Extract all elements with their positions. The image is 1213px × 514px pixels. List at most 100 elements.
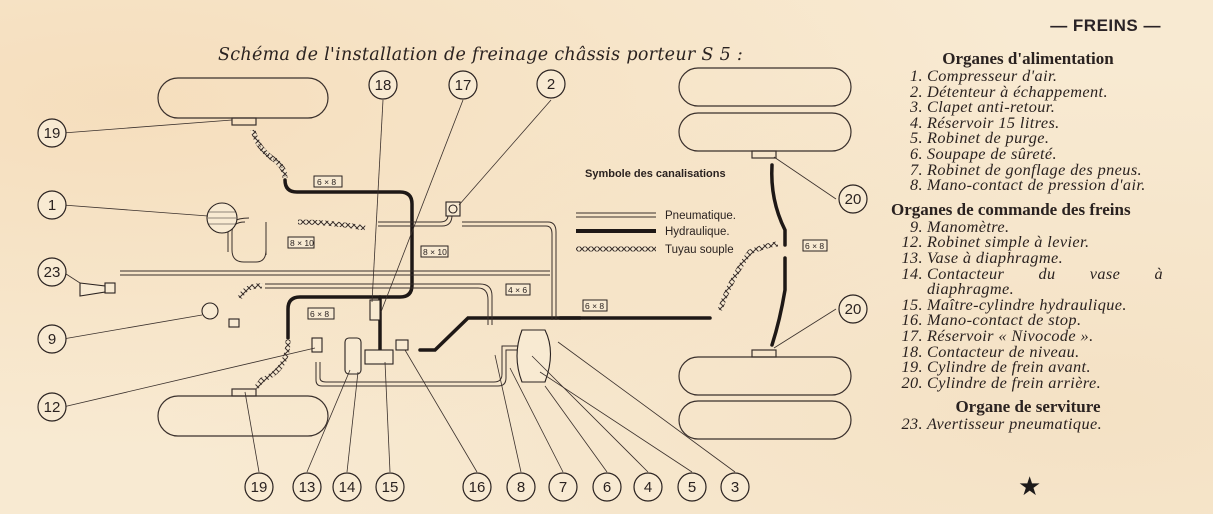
master-cylinder [364,349,394,365]
callout-21: 3 [720,472,750,502]
legend-item: 20.Cylindre de frein arrière. [893,374,1163,391]
callout-circle [592,472,622,502]
legend-item-number: 1. [909,66,923,85]
front-cylinder-bottom [231,388,257,397]
front-right-wheel [157,395,329,437]
svg-text:6 × 8: 6 × 8 [805,241,824,251]
legend-item: 7.Robinet de gonflage des pneus. [893,159,1163,179]
callout-1: 19 [37,118,67,148]
legend-item: 9.Manomètre. [893,218,1163,235]
legend-item-number: 5. [909,128,923,148]
legend-item-text: Robinet simple à levier. [927,232,1090,252]
legend-item: 5.Robinet de purge. [893,130,1163,146]
legend-item-number: 4. [909,112,923,132]
size-labels: 6 × 8 8 × 10 8 × 10 4 × 6 6 × 8 6 × 8 6 … [287,175,828,320]
legend-item: 19.Cylindre de frein avant. [893,359,1163,375]
size-label-1: 6 × 8 [313,175,343,188]
callout-2: 1 [37,190,67,220]
svg-text:6 × 8: 6 × 8 [310,309,329,319]
flexible-hoses [237,129,779,390]
legend-item: 3.Clapet anti-retour. [893,99,1163,115]
legend-item-number: 2. [909,81,923,101]
legend-item-number: 19. [901,357,923,377]
svg-text:4 × 6: 4 × 6 [508,285,527,295]
callout-number: 5 [688,479,696,496]
legend-item-text: Compresseur d'air. [927,66,1058,85]
diagram-title: Schéma de l'installation de freinage châ… [218,45,744,65]
legend-item-number: 14. [901,263,923,283]
callout-5: 12 [37,392,67,422]
legend-item-number: 6. [909,143,923,163]
callout-number: 15 [382,479,399,496]
callout-3: 23 [37,257,67,287]
legend-item-text: Vase à diaphragme. [927,247,1064,267]
callout-number: 14 [339,479,356,496]
legend-item: 2.Détenteur à échappement. [893,81,1163,101]
manometer [201,302,219,320]
legend-section-title: Organes de commande des freins [891,199,1131,219]
legend-item: 16.Mano-contact de stop. [893,312,1163,328]
callout-number: 4 [644,479,652,496]
size-label-4: 4 × 6 [505,283,531,296]
legend-item-number: 18. [901,341,923,361]
callout-circle [838,294,868,324]
pneumatic-lines [120,214,557,387]
legend-item: 15.Maître-cylindre hydraulique. [893,294,1163,314]
rear-wheel-1 [678,67,852,107]
legend-item-text: Réservoir « Nivocode ». [927,325,1094,345]
section-header: — FREINS — [1050,16,1161,35]
callout-number: 13 [299,479,316,496]
callout-circle [37,324,67,354]
callout-circle [838,184,868,214]
legend-item-text: Avertisseur pneumatique. [927,414,1103,434]
callout-number: 20 [845,301,862,318]
legend-item-text: Mano-contact de stop. [927,310,1082,330]
size-label-7: 6 × 8 [802,239,828,252]
callout-number: 6 [603,479,611,496]
callout-number: 19 [251,479,268,496]
symbol-pneumatic-label: Pneumatique. [665,210,736,222]
callout-circle [506,472,536,502]
legend-item-text: Cylindre de frein avant. [927,357,1091,377]
callout-number: 9 [48,331,56,348]
callout-circle [292,472,322,502]
legend-item: 4.Réservoir 15 litres. [893,112,1163,132]
callout-circle [37,257,67,287]
callout-circle [37,392,67,422]
callout-number: 2 [547,76,555,93]
nivocode-reservoir [369,299,381,321]
legend-item-text: Maître-cylindre hydraulique. [927,294,1127,314]
rear-wheel-4 [678,400,852,440]
legend-item: 1.Compresseur d'air. [893,68,1163,84]
callout-10: 20 [838,294,868,324]
callout-circle [375,472,405,502]
callout-11: 19 [244,472,274,502]
stop-switch [395,339,409,351]
callout-circle [37,190,67,220]
hydraulic-lines [283,163,787,364]
callout-number: 18 [375,77,392,94]
reservoir-15l [516,329,552,383]
legend-item: 12.Robinet simple à levier. [893,234,1163,250]
callout-circle [548,472,578,502]
legend-item-text: Robinet de gonflage des pneus. [927,159,1143,179]
legend-item-text: Contacteur du vase à diaphragme. [927,263,1163,299]
legend-item-number: 3. [909,97,923,117]
size-label-6: 6 × 8 [582,299,608,312]
legend-section-title: Organes d'alimentation [942,49,1114,68]
callout-circle [244,472,274,502]
legend-item-number: 13. [901,247,923,267]
legend-item-number: 15. [901,294,923,314]
front-cylinder-top [231,117,257,126]
leader-lines [62,99,837,473]
legend-item-text: Contacteur de niveau. [927,341,1080,361]
legend-item-number: 23. [901,414,923,434]
legend-item-number: 7. [909,159,923,179]
front-left-wheel [157,77,329,119]
callout-circle [677,472,707,502]
callout-12: 13 [292,472,322,502]
callout-circle [462,472,492,502]
symbol-pneumatic [576,212,656,218]
